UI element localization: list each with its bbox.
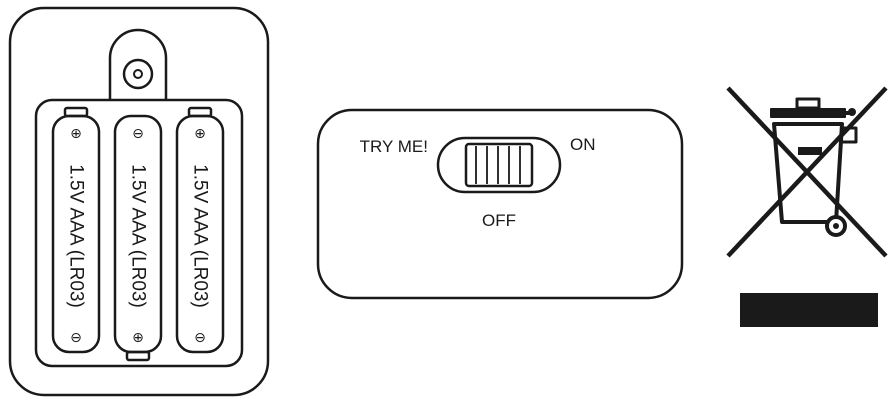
screw-tab bbox=[108, 28, 168, 100]
battery-top-polarity-icon: ⊖ bbox=[132, 126, 144, 142]
bin-lid bbox=[770, 108, 846, 118]
cross-line bbox=[726, 86, 888, 258]
try-me-label: TRY ME! bbox=[360, 137, 428, 156]
battery-label: 1.5V AAA (LR03) bbox=[190, 164, 211, 308]
switch-knob[interactable] bbox=[464, 142, 534, 188]
screw-center bbox=[133, 69, 143, 79]
battery-label: 1.5V AAA (LR03) bbox=[128, 164, 149, 308]
bin-body-mark bbox=[798, 147, 822, 155]
bin-wheel-hub bbox=[833, 223, 839, 229]
crossed-out-wheelie-bin-icon bbox=[726, 86, 888, 258]
switch-track[interactable] bbox=[436, 136, 562, 194]
battery-terminal bbox=[187, 106, 213, 118]
battery-list: ⊕ ⊖ 1.5V AAA (LR03) ⊖ ⊕ 1.5V AAA (LR03) ⊕ ⊖ 1.5V… bbox=[51, 106, 225, 362]
bin-lid-handle bbox=[795, 97, 821, 110]
battery-label: 1.5V AAA (LR03) bbox=[66, 164, 87, 308]
switch-panel-frame bbox=[316, 108, 684, 300]
battery-terminal bbox=[125, 350, 151, 362]
weee-black-bar bbox=[740, 293, 878, 327]
on-label: ON bbox=[570, 135, 596, 154]
compartment-outer-frame bbox=[8, 6, 270, 397]
battery-bottom-polarity-icon: ⊕ bbox=[132, 330, 144, 346]
switch-panel bbox=[316, 108, 684, 300]
battery: ⊖ ⊕ 1.5V AAA (LR03) bbox=[113, 114, 163, 362]
off-label: OFF bbox=[482, 211, 516, 230]
battery-bottom-polarity-icon: ⊖ bbox=[194, 330, 206, 346]
bin-lid-knob bbox=[848, 108, 856, 116]
battery-bottom-polarity-icon: ⊖ bbox=[70, 330, 82, 346]
battery-terminal bbox=[63, 106, 89, 118]
battery: ⊕ ⊖ 1.5V AAA (LR03) bbox=[51, 106, 101, 354]
screw-icon bbox=[122, 58, 154, 90]
battery-compartment bbox=[8, 6, 270, 397]
battery: ⊕ ⊖ 1.5V AAA (LR03) bbox=[175, 106, 225, 354]
battery-top-polarity-icon: ⊕ bbox=[70, 126, 82, 142]
battery-top-polarity-icon: ⊕ bbox=[194, 126, 206, 142]
battery-well bbox=[34, 98, 244, 368]
